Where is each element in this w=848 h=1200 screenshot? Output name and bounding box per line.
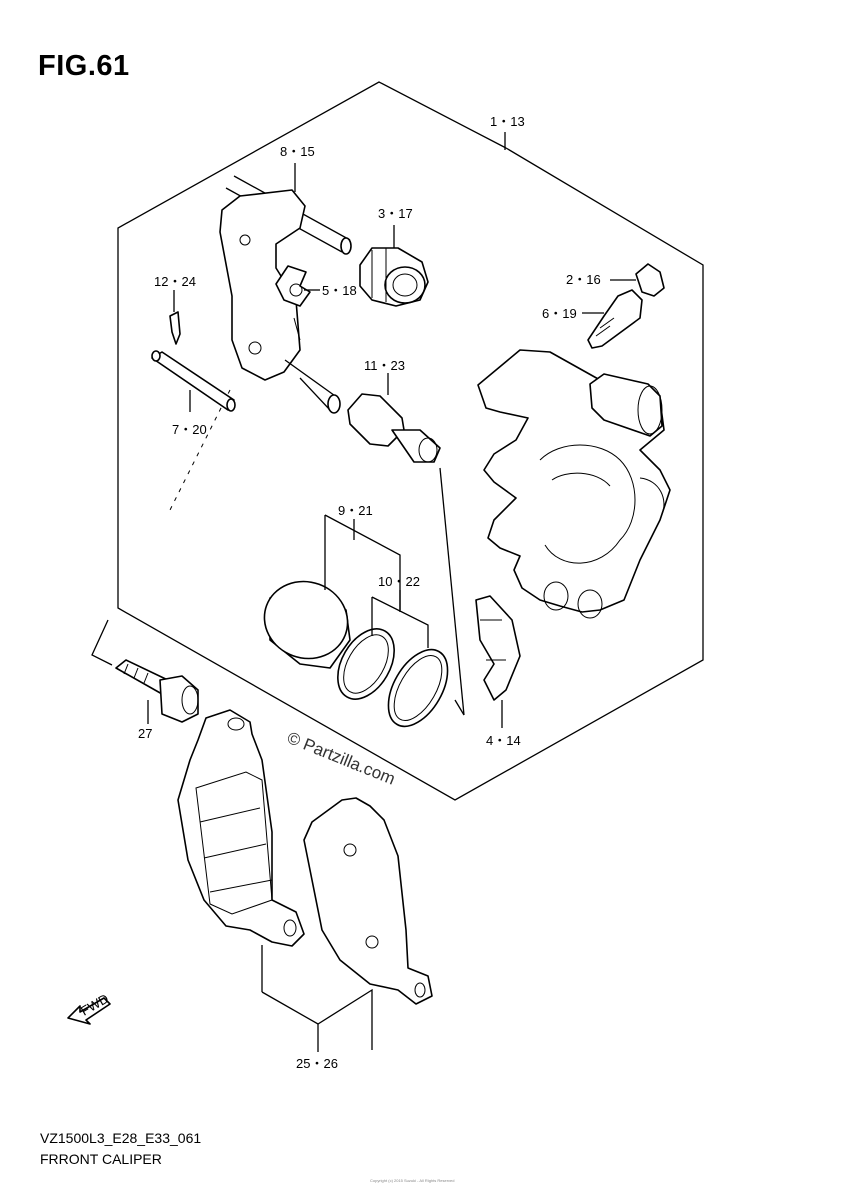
callout-6-19: 6・19: [542, 306, 577, 321]
callout-27: 27: [138, 726, 152, 741]
front-direction-arrow-icon: FWD: [67, 991, 111, 1025]
callout-12-24: 12・24: [154, 274, 196, 289]
caliper-body: [477, 349, 671, 619]
pad-pin: [151, 350, 236, 412]
brake-pad-inner: [177, 709, 305, 947]
callout-10-22: 10・22: [378, 574, 420, 589]
callout-2-16: 2・16: [566, 272, 601, 287]
diagram-code: VZ1500L3_E28_E33_061: [40, 1130, 202, 1146]
callout-4-14: 4・14: [486, 733, 521, 748]
pad-spring: [475, 595, 521, 728]
bleeder-cap: [610, 263, 665, 297]
pad-pin-clip: [169, 290, 181, 345]
callout-7-20: 7・20: [172, 422, 207, 437]
callout-25-26: 25・26: [296, 1056, 338, 1071]
mounting-bolt: [115, 659, 199, 724]
callout-1-13: 1・13: [490, 114, 525, 129]
boot: [359, 225, 429, 307]
copyright-fine-print: Copyright (c) 2015 Suzuki - All Rights R…: [370, 1178, 455, 1183]
caliper-bracket: [219, 163, 352, 414]
callout-5-18: 5・18: [322, 283, 357, 298]
slide-pin-boot: [347, 373, 441, 463]
figure-title: FIG.61: [38, 50, 130, 82]
callout-3-17: 3・17: [378, 206, 413, 221]
bleeder-valve: [582, 289, 643, 349]
diagram-name: FRRONT CALIPER: [40, 1151, 162, 1167]
callout-11-23: 11・23: [364, 358, 405, 373]
pad-retainer-spring: [275, 265, 320, 307]
callout-8-15: 8・15: [280, 144, 315, 159]
assembly-outline: [117, 81, 704, 801]
piston: [263, 467, 465, 728]
brake-pad-outer: [261, 797, 433, 1052]
callout-9-21: 9・21: [338, 503, 373, 518]
